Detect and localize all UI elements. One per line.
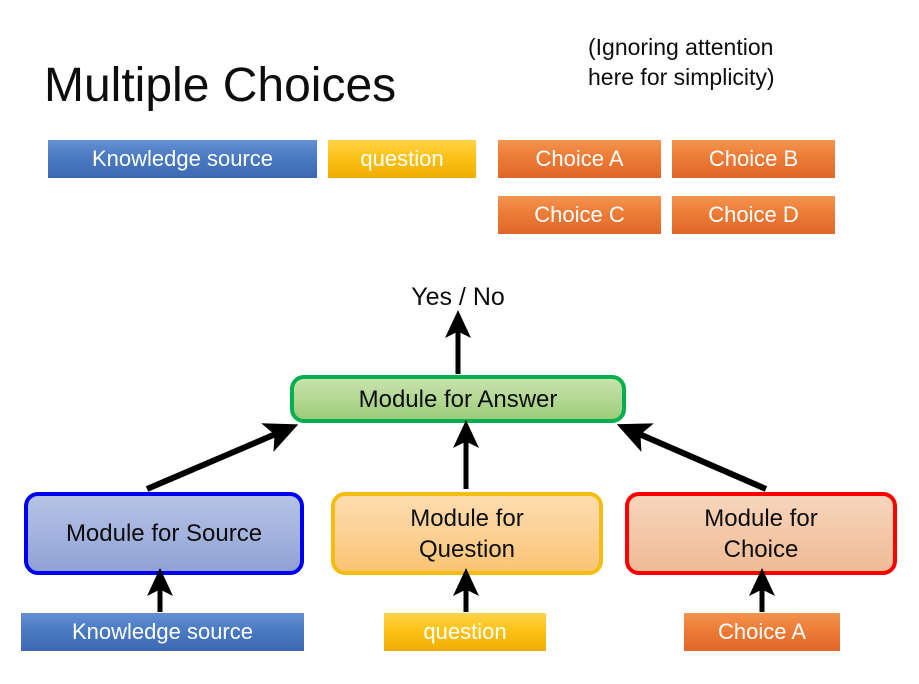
legend-chip-choice-d: Choice D <box>672 196 835 234</box>
module-question-label: Module for Question <box>410 503 523 565</box>
module-answer-label: Module for Answer <box>358 385 558 413</box>
module-answer-box: Module for Answer <box>290 375 626 423</box>
module-question-label-line-1: Module for <box>410 504 524 532</box>
legend-chip-choice-b: Choice B <box>672 140 835 178</box>
input-chip-knowledge-source: Knowledge source <box>21 613 304 651</box>
arrow-source-to-answer <box>145 423 299 492</box>
arrow-choice-to-answer <box>616 423 768 492</box>
module-choice-label-line-2: Choice <box>723 535 799 563</box>
output-label-yes-no: Yes / No <box>411 283 505 311</box>
attention-note-line-1: (Ignoring attention <box>588 34 774 60</box>
legend-chip-knowledge-source: Knowledge source <box>48 140 317 178</box>
input-chip-question: question <box>384 613 546 651</box>
module-question-box: Module for Question <box>331 492 603 575</box>
legend-chip-choice-c: Choice C <box>498 196 661 234</box>
legend-chip-question: question <box>328 140 476 178</box>
module-choice-label-line-1: Module for <box>704 504 818 532</box>
attention-note: (Ignoring attention here for simplicity) <box>588 32 888 92</box>
module-source-box: Module for Source <box>24 492 304 575</box>
module-choice-box: Module for Choice <box>625 492 897 575</box>
page-title: Multiple Choices <box>44 59 397 112</box>
legend-chip-choice-a: Choice A <box>498 140 661 178</box>
input-chip-choice-a: Choice A <box>684 613 840 651</box>
module-choice-label: Module for Choice <box>704 503 817 565</box>
module-source-label: Module for Source <box>65 520 263 547</box>
module-question-label-line-2: Question <box>418 535 516 563</box>
attention-note-line-2: here for simplicity) <box>588 64 775 90</box>
